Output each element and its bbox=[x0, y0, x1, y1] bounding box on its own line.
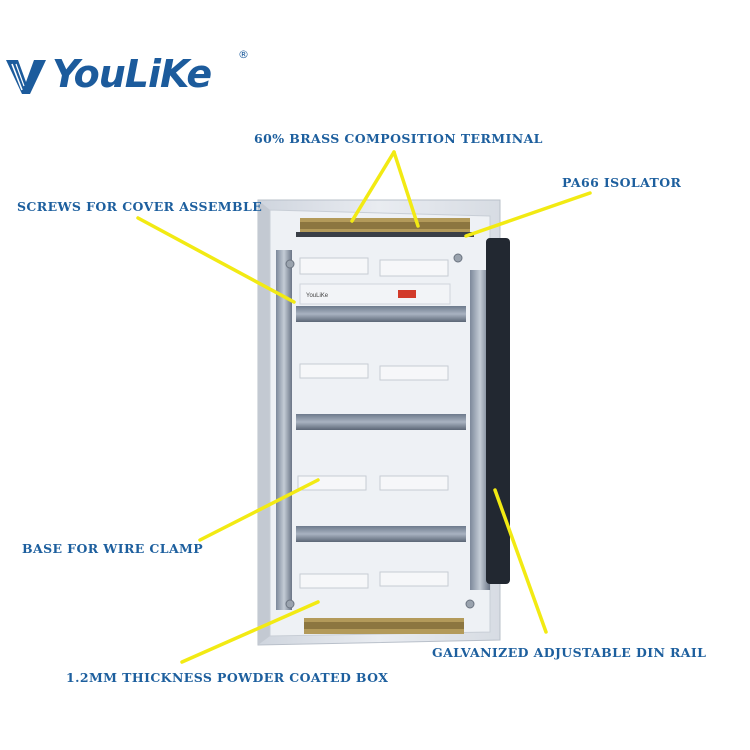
bottom-brass-terminal bbox=[304, 618, 464, 634]
din-rail-1 bbox=[296, 306, 466, 322]
registered-mark: ® bbox=[238, 48, 249, 61]
logo-mark-icon bbox=[6, 60, 46, 94]
din-rail-2 bbox=[296, 414, 466, 430]
din-rail-3 bbox=[296, 526, 466, 542]
logo-text: YouLiKe bbox=[52, 52, 212, 96]
label-pa66-isolator: PA66 isolator bbox=[562, 175, 682, 190]
label-cover-screws: screws for cover assemble bbox=[17, 199, 263, 214]
module-row-2 bbox=[299, 363, 449, 381]
panel-brand-text: YouLiKe bbox=[306, 293, 329, 299]
module-row-1 bbox=[299, 257, 449, 277]
label-din-rail: galvanized adjustable din rail bbox=[432, 645, 707, 660]
top-isolator bbox=[296, 232, 474, 237]
label-wire-clamp: base for wire clamp bbox=[22, 541, 204, 556]
left-vertical-rail bbox=[276, 250, 292, 610]
module-row-4 bbox=[299, 571, 449, 589]
right-vertical-rail bbox=[470, 238, 510, 590]
label-brass-terminal: 60% brass composition terminal bbox=[254, 131, 543, 146]
label-powder-coated-box: 1.2mm thickness powder coated box bbox=[66, 670, 389, 685]
top-brass-terminal bbox=[300, 218, 470, 234]
youlike-logo: YouLiKe ® bbox=[4, 48, 264, 102]
